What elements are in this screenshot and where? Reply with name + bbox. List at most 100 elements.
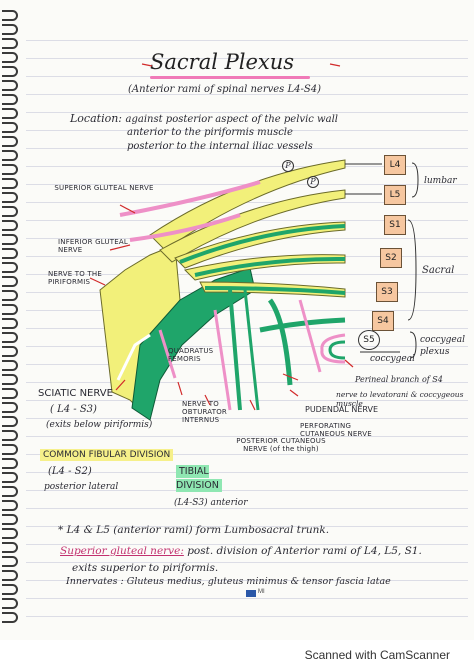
- spiral-ring: [2, 542, 18, 553]
- perineal-label: Perineal branch of S4: [355, 375, 443, 384]
- ruled-line: [26, 400, 468, 401]
- ruled-line: [26, 490, 468, 491]
- sacral-plexus-diagram: [89, 63, 419, 421]
- pudendal-green: [267, 298, 293, 386]
- ruled-line: [26, 256, 468, 257]
- ruled-line: [26, 364, 468, 365]
- green-fibres-3: [204, 286, 346, 295]
- ruled-line: [26, 580, 468, 581]
- superior-gluteal-label: SUPERIOR GLUTEAL NERVE: [54, 184, 154, 192]
- ruled-line: [26, 454, 468, 455]
- spiral-ring: [2, 598, 18, 609]
- ruled-line: [26, 112, 468, 113]
- tibial-text: TIBIAL DIVISION: [176, 465, 222, 492]
- spiral-ring: [2, 458, 18, 469]
- note-line-2-text: post. division of Anterior rami of L4, L…: [187, 545, 422, 557]
- branch-2: [243, 289, 260, 411]
- spiral-ring: [2, 150, 18, 161]
- quadratus-femoris-label: QUADRATUS FEMORIS: [168, 347, 214, 363]
- spiral-ring: [2, 374, 18, 385]
- spiral-ring: [2, 220, 18, 231]
- spiral-binding: [0, 10, 22, 630]
- spiral-ring: [2, 514, 18, 525]
- piriformis-marker-1: P: [282, 160, 294, 172]
- spiral-ring: [2, 122, 18, 133]
- sacral-label: Sacral: [422, 265, 455, 276]
- common-fibular-text: COMMON FIBULAR DIVISION: [40, 449, 174, 461]
- ruled-line: [26, 508, 468, 509]
- title-underline: [150, 76, 310, 79]
- spiral-ring: [2, 584, 18, 595]
- subtitle: (Anterior rami of spinal nerves L4-S4): [128, 84, 321, 95]
- tibial-roots: (L4-S3) anterior: [174, 498, 248, 508]
- inferior-gluteal-pink: [129, 213, 241, 242]
- sacral-brace: [407, 219, 417, 321]
- spiral-ring: [2, 164, 18, 175]
- spiral-ring: [2, 346, 18, 357]
- spiral-ring: [2, 318, 18, 329]
- root-box-s1: S1: [384, 215, 406, 235]
- spiral-ring: [2, 52, 18, 63]
- lumbar-label: lumbar: [424, 176, 457, 186]
- ruled-line: [26, 166, 468, 167]
- coccygeal-plexus-label: coccygeal plexus: [420, 335, 465, 357]
- spiral-ring: [2, 276, 18, 287]
- spiral-ring: [2, 206, 18, 217]
- spiral-ring: [2, 500, 18, 511]
- ruled-line: [26, 526, 468, 527]
- spiral-ring: [2, 402, 18, 413]
- red-pointer-arrows: [89, 63, 354, 411]
- pudendal-label: PUDENDAL NERVE: [305, 405, 379, 414]
- tibial-label: TIBIAL DIVISION: [176, 465, 228, 493]
- spiral-ring: [2, 444, 18, 455]
- coccygeal-loops: [320, 333, 346, 364]
- watermark-label: MI: [258, 589, 265, 595]
- ruled-line: [26, 418, 468, 419]
- green-fibres-2: [194, 256, 346, 277]
- perforating-pink: [298, 299, 322, 373]
- spiral-ring: [2, 332, 18, 343]
- ruled-line: [26, 436, 468, 437]
- root-box-s4: S4: [372, 311, 394, 331]
- root-box-s3: S3: [376, 282, 398, 302]
- ruled-line: [26, 562, 468, 563]
- coccygeal-brace: [409, 331, 417, 359]
- note-line-4: Innervates : Gluteus medius, gluteus min…: [66, 576, 391, 587]
- spiral-ring: [2, 262, 18, 273]
- ruled-line: [26, 598, 468, 599]
- spiral-ring: [2, 388, 18, 399]
- ruled-line: [26, 130, 468, 131]
- inferior-gluteal-label: INFERIOR GLUTEAL NERVE: [58, 238, 128, 254]
- spiral-ring: [2, 136, 18, 147]
- spiral-ring: [2, 528, 18, 539]
- spiral-ring: [2, 430, 18, 441]
- common-fibular-label: COMMON FIBULAR DIVISION: [40, 449, 174, 461]
- spiral-ring: [2, 486, 18, 497]
- watermark-logo: [246, 590, 256, 597]
- spiral-ring: [2, 80, 18, 91]
- spiral-ring: [2, 66, 18, 77]
- superior-gluteal-pink: [119, 180, 261, 217]
- nerve-to-piriformis-label: NERVE TO THE PIRIFORMIS: [48, 270, 102, 286]
- ruled-line: [26, 616, 468, 617]
- spiral-ring: [2, 38, 18, 49]
- piriformis-marker-2: P: [307, 176, 319, 188]
- note-line-1: * L4 & L5 (anterior rami) form Lumbosacr…: [58, 524, 330, 536]
- location-label: Location:: [70, 112, 122, 125]
- posterior-cutaneous-pink: [213, 309, 232, 411]
- spiral-ring: [2, 234, 18, 245]
- spiral-ring: [2, 416, 18, 427]
- note-line-2: Superior gluteal nerve: post. division o…: [60, 545, 422, 557]
- notebook-page: Sacral Plexus (Anterior rami of spinal n…: [0, 10, 468, 630]
- s4-green: [259, 317, 346, 333]
- coccygeal-loops-green: [328, 340, 346, 360]
- spiral-ring: [2, 192, 18, 203]
- sciatic-note: (exits below piriformis): [46, 420, 153, 430]
- posterior-cutaneous-label: POSTERIOR CUTANEOUS NERVE (of the thigh): [236, 437, 326, 453]
- ruled-line: [26, 328, 468, 329]
- lumbar-brace: [411, 162, 419, 198]
- coccygeal-label: coccygeal: [370, 354, 415, 364]
- perforating-label: PERFORATING CUTANEOUS NERVE: [300, 422, 372, 438]
- spiral-ring: [2, 24, 18, 35]
- green-fibres-1: [179, 224, 346, 264]
